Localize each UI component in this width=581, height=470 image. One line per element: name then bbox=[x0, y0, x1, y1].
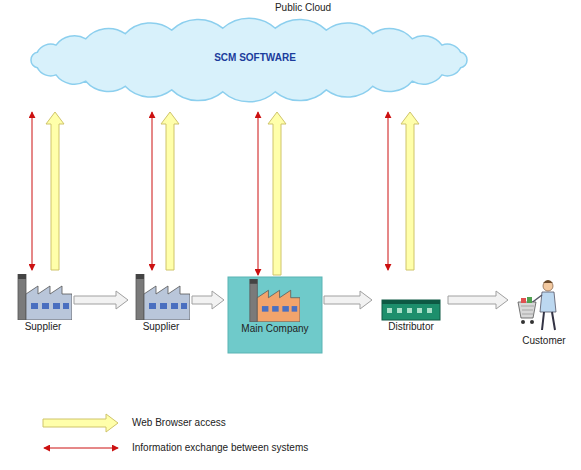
flow-arrow bbox=[448, 291, 508, 309]
node-label: Main Company bbox=[228, 323, 322, 335]
flow-arrow bbox=[324, 291, 372, 309]
distributor-node: Distributor bbox=[376, 272, 446, 334]
cloud-label: SCM SOFTWARE bbox=[18, 52, 492, 64]
browser-access-arrow bbox=[401, 112, 419, 270]
main-company-box bbox=[228, 277, 322, 353]
legend-item: Information exchange between systems bbox=[40, 435, 308, 460]
legend-sample bbox=[40, 438, 122, 458]
customer-node: Customer bbox=[512, 276, 576, 352]
node-label: Customer bbox=[512, 335, 576, 347]
legend-sample bbox=[40, 413, 122, 433]
info-exchange-arrow bbox=[258, 112, 259, 275]
cloud-title: Public Cloud bbox=[258, 2, 348, 14]
info-exchange-arrow bbox=[152, 112, 153, 270]
main-company-node: Main Company bbox=[228, 277, 322, 353]
browser-access-arrow bbox=[268, 112, 286, 275]
cloud-node: Public CloudSCM SOFTWARE bbox=[18, 0, 480, 106]
flow-arrow bbox=[74, 291, 128, 309]
customer-icon bbox=[518, 280, 556, 330]
node-label: Supplier bbox=[14, 321, 72, 333]
info-exchange-arrow bbox=[32, 112, 33, 270]
factory-icon bbox=[18, 274, 72, 320]
legend-item: Web Browser access bbox=[40, 410, 308, 435]
factory-icon bbox=[250, 279, 300, 322]
node-label: Supplier bbox=[132, 321, 190, 333]
supplier-node: Supplier bbox=[132, 272, 190, 334]
legend-label: Web Browser access bbox=[132, 417, 226, 428]
factory-icon bbox=[136, 274, 190, 320]
browser-access-arrow bbox=[46, 112, 64, 270]
supplier-node: Supplier bbox=[14, 272, 72, 334]
flow-arrow bbox=[192, 291, 224, 309]
info-exchange-arrow bbox=[388, 112, 389, 270]
browser-access-arrow bbox=[161, 112, 179, 270]
warehouse-icon bbox=[382, 300, 440, 320]
legend-label: Information exchange between systems bbox=[132, 442, 308, 453]
node-label: Distributor bbox=[376, 321, 446, 333]
